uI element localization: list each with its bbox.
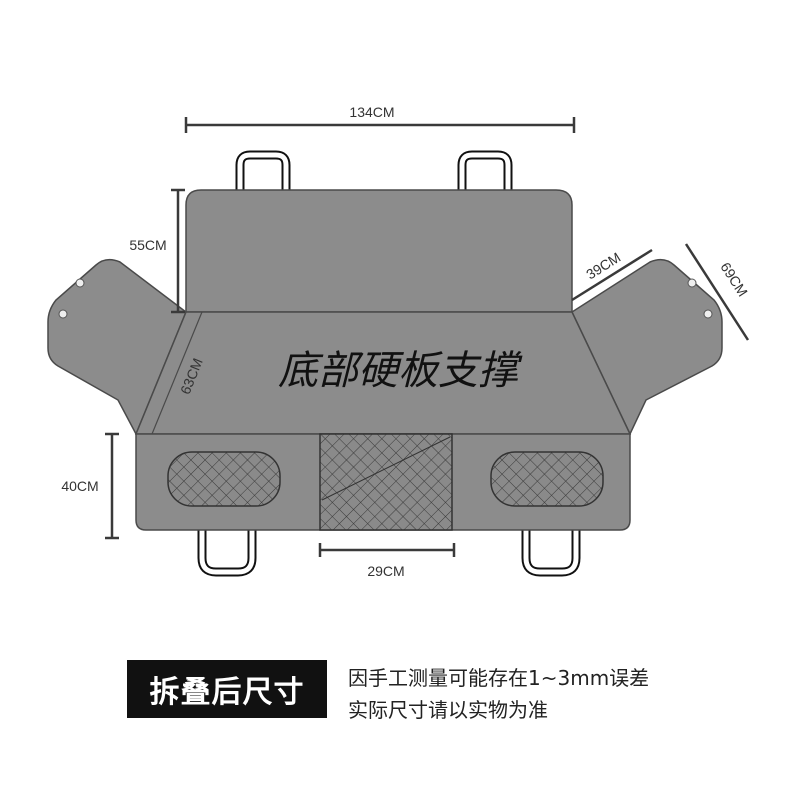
dimension-width-label: 134CM: [349, 104, 394, 120]
right-mesh-window: [490, 451, 604, 507]
left-flap-buckle: [58, 309, 68, 319]
bottom-left-strap: [197, 528, 257, 577]
dimension-flap-width: [571, 248, 653, 302]
footer-note-line2: 实际尺寸请以实物为准: [348, 698, 548, 722]
left-flap-buckle: [75, 278, 85, 288]
center-label: 底部硬板支撑: [278, 348, 523, 394]
dimension-pocket-width-label: 29CM: [367, 563, 404, 579]
footer-title-box: 拆叠后尺寸: [127, 660, 327, 718]
dimension-flap-height: [684, 243, 750, 341]
top-right-strap: [457, 150, 513, 190]
center-mesh-pocket: [319, 433, 453, 531]
dimension-back-height: [171, 188, 185, 314]
left-mesh-window: [167, 451, 281, 507]
dimension-pocket-width: [318, 543, 456, 557]
dimension-front-height: [105, 432, 119, 540]
dimension-flap-width-label: 39CM: [583, 249, 623, 282]
footer-title: 拆叠后尺寸: [149, 675, 305, 710]
right-flap-buckle: [687, 278, 697, 288]
dimension-front-height-label: 40CM: [61, 478, 98, 494]
left-side-flap: [47, 258, 187, 436]
footer-note-line1: 因手工测量可能存在1~3mm误差: [348, 666, 650, 690]
backrest-panel: [185, 189, 573, 313]
dimension-flap-height-label: 69CM: [717, 259, 751, 299]
right-flap-buckle: [703, 309, 713, 319]
top-left-strap: [235, 150, 291, 190]
dimension-back-height-label: 55CM: [129, 237, 166, 253]
bottom-right-strap: [521, 528, 581, 577]
dimension-width: [184, 117, 576, 133]
